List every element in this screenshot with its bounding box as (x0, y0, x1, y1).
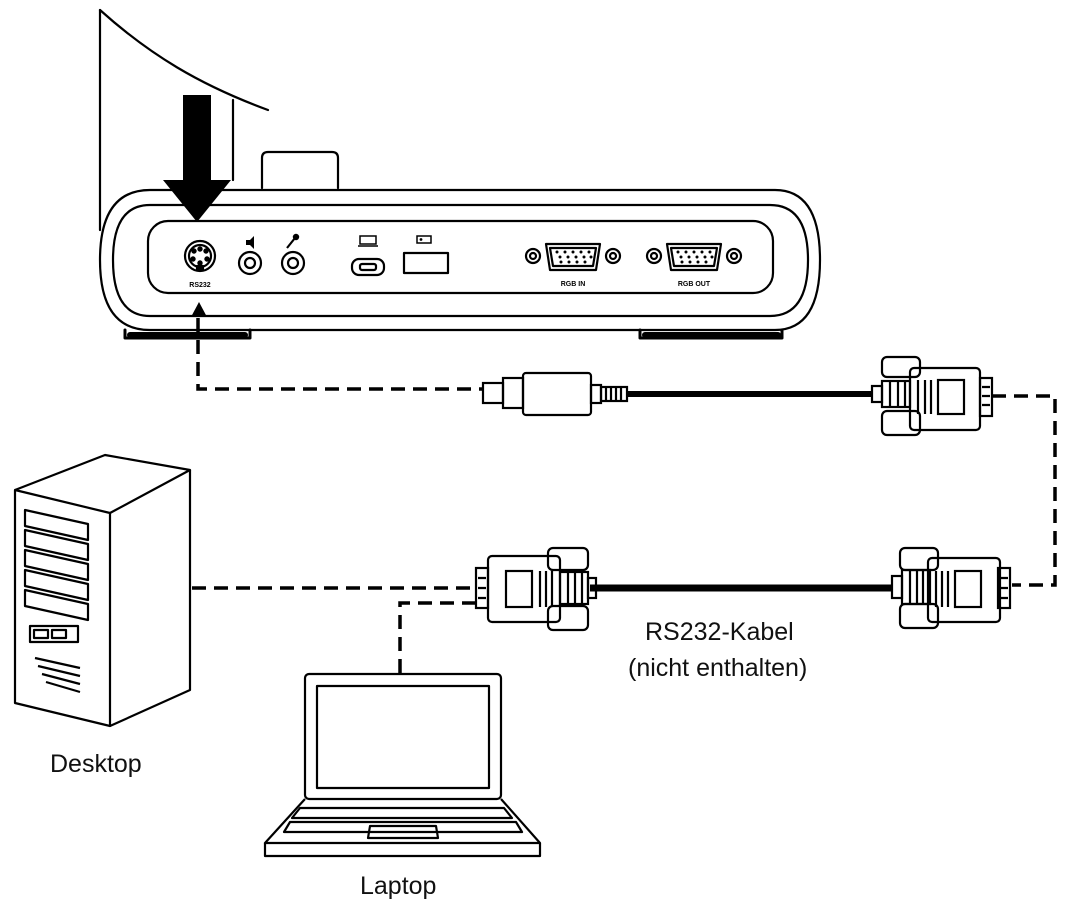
laptop-label: Laptop (360, 872, 437, 900)
hdmi-port (350, 257, 386, 277)
rs232-port-label: RS232 (189, 282, 211, 289)
arrow-down-icon (163, 95, 231, 222)
db9-connector-bottom-right (890, 546, 1012, 630)
dashed-connection-lines (192, 318, 1057, 673)
microphone-icon (286, 233, 300, 249)
audio-out-jack (237, 250, 263, 276)
db9-connector-bottom-left (474, 546, 598, 632)
laptop-computer (263, 672, 542, 858)
db9-connector-top (870, 355, 994, 437)
desktop-computer (13, 453, 192, 728)
hdmi-port-icon (358, 235, 378, 247)
rgb-in-port-label: RGB IN (561, 281, 586, 288)
cable-note: (nicht enthalten) (628, 654, 808, 682)
desktop-label: Desktop (50, 750, 142, 778)
minidin-plug (481, 371, 629, 417)
speaker-icon (246, 236, 254, 249)
rs232-port (183, 239, 217, 273)
rgb-out-port-label: RGB OUT (678, 281, 711, 288)
arrow-up-icon (191, 302, 207, 317)
mic-jack (280, 250, 306, 276)
usb-port (402, 251, 450, 275)
rgb-out-port (645, 242, 743, 272)
usb-port-icon (416, 235, 432, 244)
document-camera (98, 8, 822, 340)
cable-label: RS232-Kabel (645, 618, 794, 646)
rgb-in-port (524, 242, 622, 272)
